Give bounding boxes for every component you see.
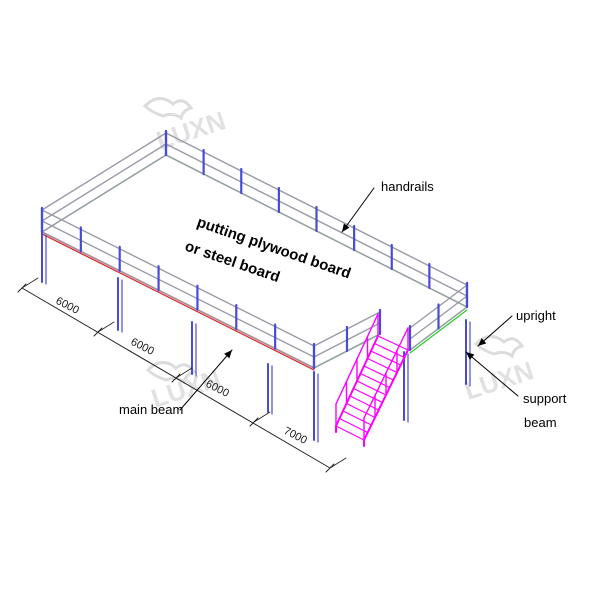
lion-logo-icon bbox=[473, 335, 525, 359]
stair-tread-7 bbox=[356, 380, 387, 396]
main-beam-lower bbox=[41, 233, 315, 371]
dimension-lines bbox=[17, 277, 347, 473]
support-beam-arrow bbox=[465, 351, 519, 397]
leader-arrows bbox=[179, 187, 519, 411]
stair-tread-2 bbox=[373, 342, 405, 359]
watermark-text: LUXN bbox=[153, 105, 230, 155]
front-handrail-rail-3 bbox=[41, 209, 315, 347]
dimension-label-4: 7000 bbox=[282, 425, 309, 447]
handrails-label: handrails bbox=[381, 179, 434, 194]
stair-tread-3 bbox=[370, 350, 402, 366]
dimension-extension-3 bbox=[175, 367, 193, 379]
stair-tread-8 bbox=[352, 387, 383, 404]
stair-tread-11 bbox=[342, 410, 372, 426]
upright-label: upright bbox=[516, 308, 556, 323]
left-handrail-rail-1 bbox=[41, 154, 167, 233]
handrail-system bbox=[40, 129, 469, 370]
uprights bbox=[41, 231, 471, 443]
main-beam-arrow bbox=[179, 349, 233, 411]
stair-tread-12 bbox=[338, 417, 369, 434]
left-handrail-rail-3 bbox=[41, 132, 167, 211]
main-beam-label: main beam bbox=[119, 402, 183, 417]
stair-tread-6 bbox=[359, 372, 391, 389]
handrails-arrow-head bbox=[342, 223, 350, 232]
stair-tread-9 bbox=[349, 395, 380, 411]
stair-tread-10 bbox=[345, 402, 376, 419]
watermark-top: LUXN bbox=[142, 97, 230, 156]
front-handrail-rail-1 bbox=[41, 231, 315, 369]
support-beam-label-line2: beam bbox=[524, 415, 557, 430]
support-beam-arrow-head bbox=[466, 352, 475, 360]
dimension-extension-5 bbox=[329, 457, 347, 469]
support-beam-label-line1: support bbox=[523, 391, 567, 406]
main-beam-arrow-head bbox=[224, 350, 232, 359]
dimension-extension-2 bbox=[97, 321, 115, 333]
stair-tread-4 bbox=[366, 357, 398, 374]
dimension-label-1: 6000 bbox=[54, 295, 81, 317]
handrails-arrow bbox=[341, 187, 375, 233]
upright-arrow-head bbox=[478, 338, 487, 346]
front-handrail-rail-2 bbox=[41, 220, 315, 358]
dimension-extension-4 bbox=[253, 411, 271, 423]
dimension-extension-1 bbox=[21, 277, 39, 289]
support-beam-lower bbox=[409, 309, 468, 354]
dimension-label-2: 6000 bbox=[129, 336, 156, 358]
left-handrail-rail-2 bbox=[41, 143, 167, 222]
stair-tread-1 bbox=[377, 335, 409, 351]
lion-logo-icon bbox=[142, 97, 194, 121]
lion-logo-icon bbox=[145, 361, 197, 385]
stair-tread-13 bbox=[335, 425, 365, 441]
stair-tread-5 bbox=[363, 365, 394, 381]
staircase bbox=[335, 313, 409, 447]
